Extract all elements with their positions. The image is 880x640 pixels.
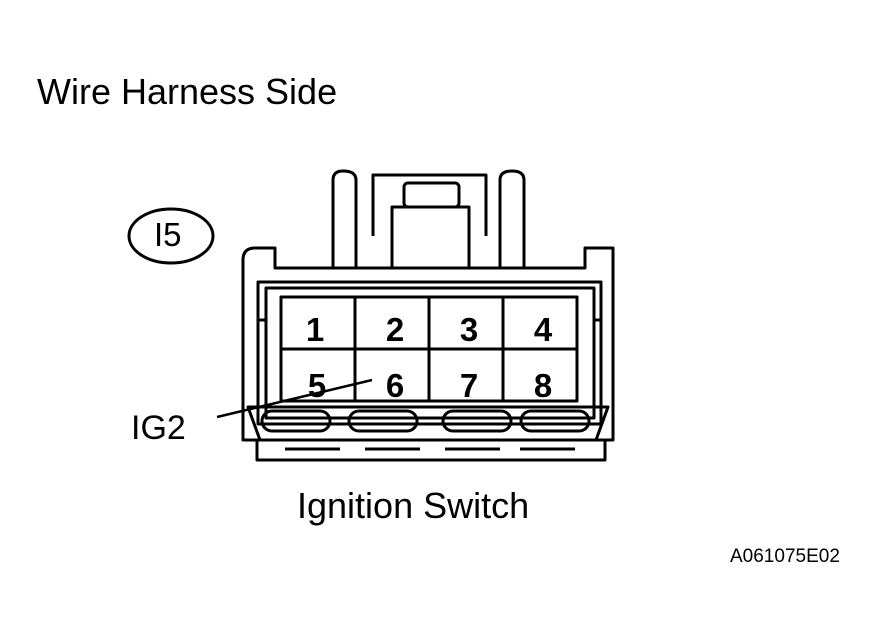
figure-code: A061075E02 <box>730 546 840 567</box>
pin-label: 8 <box>533 367 553 404</box>
latch-tab-right <box>498 169 526 268</box>
pin-label: 4 <box>533 311 553 348</box>
part-name: Ignition Switch <box>297 485 530 526</box>
slot <box>441 409 513 433</box>
slot <box>519 409 591 433</box>
pin-label: 2 <box>385 311 405 348</box>
housing-inner-2 <box>264 286 596 420</box>
pin-label: 3 <box>459 311 479 348</box>
center-key <box>371 173 488 236</box>
housing-outer <box>241 246 615 442</box>
housing-base <box>255 440 607 462</box>
pin-label: 5 <box>307 367 327 404</box>
diagram-title: Wire Harness Side <box>37 71 338 112</box>
center-key-inner <box>390 205 471 268</box>
pin-label: 6 <box>385 367 405 404</box>
pin-label: 1 <box>305 311 325 348</box>
wire-label: IG2 <box>131 409 186 447</box>
pin-label: 7 <box>459 367 479 404</box>
connector-id-ellipse <box>127 207 215 265</box>
slot-row-frame <box>246 405 610 442</box>
latch-tab-left <box>331 169 358 268</box>
wire-leader-line <box>216 378 373 419</box>
slot <box>260 409 332 433</box>
lock-tab <box>402 181 461 209</box>
connector-id: I5 <box>154 216 182 253</box>
slot <box>347 409 419 433</box>
